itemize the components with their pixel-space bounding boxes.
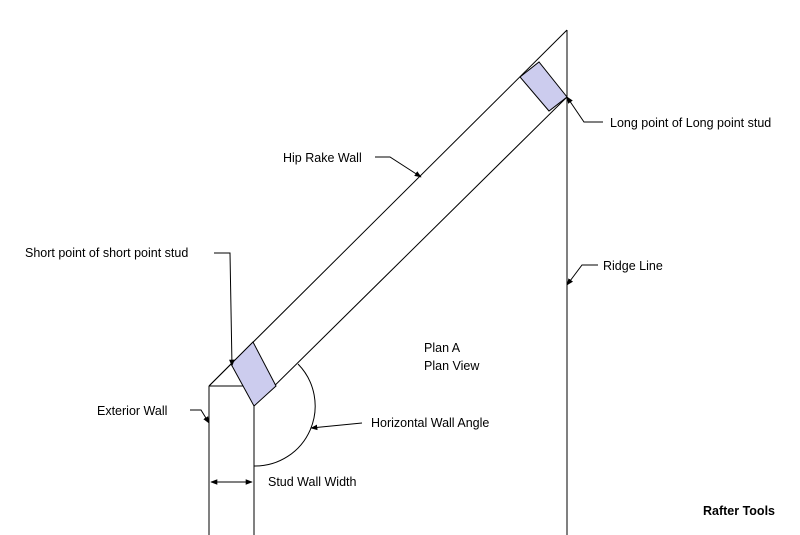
plan-view-label: Plan View — [424, 359, 480, 373]
long-point-label: Long point of Long point stud — [610, 116, 771, 130]
exterior-wall-leader — [190, 409, 210, 424]
hip-rake-wall-inner-edge — [253, 96, 568, 407]
hip-rake-wall-bottom-cap — [208, 363, 232, 387]
exterior-wall-label: Exterior Wall — [97, 404, 167, 418]
long-point-leader — [566, 96, 603, 123]
hip-rake-wall-leader — [375, 156, 422, 178]
short-point-label: Short point of short point stud — [25, 246, 188, 260]
short-point-stud — [230, 341, 277, 407]
ridge-line-label: Ridge Line — [603, 259, 663, 273]
horizontal-wall-angle-label: Horizontal Wall Angle — [371, 416, 489, 430]
horizontal-wall-angle-arc — [253, 363, 316, 467]
horizontal-wall-angle-leader — [310, 422, 363, 431]
short-point-leader — [214, 252, 235, 367]
hip-rake-wall-label: Hip Rake Wall — [283, 151, 362, 165]
brand-label: Rafter Tools — [703, 504, 775, 518]
plan-a-label: Plan A — [424, 341, 461, 355]
ridge-line-leader — [566, 264, 598, 286]
hip-rake-wall-outer-edge — [208, 29, 568, 387]
stud-wall-width-label: Stud Wall Width — [268, 475, 357, 489]
